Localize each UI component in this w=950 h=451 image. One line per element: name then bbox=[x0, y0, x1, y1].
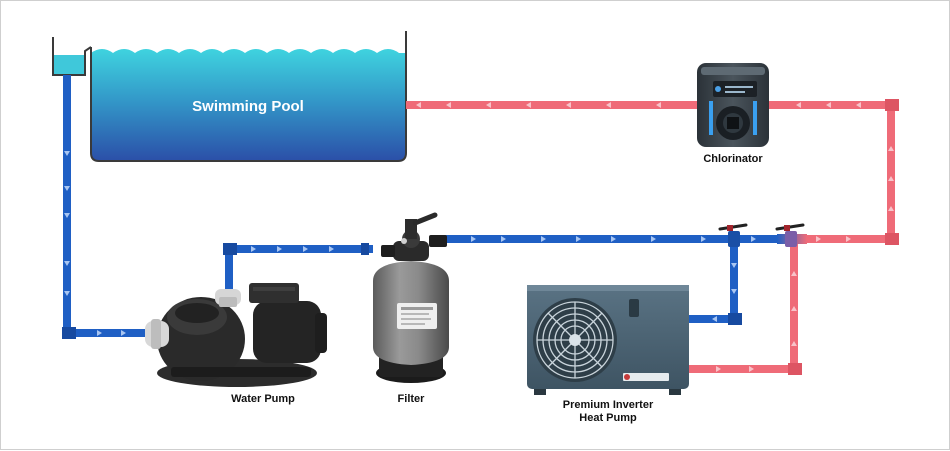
filter-label: Filter bbox=[397, 393, 425, 405]
swimming-pool bbox=[52, 31, 407, 162]
sand-filter-unit bbox=[373, 212, 449, 383]
valve-icon bbox=[718, 223, 805, 247]
chlorinator-unit bbox=[697, 63, 769, 147]
pipe-junction-to-return bbox=[769, 101, 895, 243]
hot-pipe-joints bbox=[788, 99, 899, 375]
pool-water bbox=[91, 49, 406, 161]
pipe-heatpump-hot-out bbox=[689, 241, 798, 373]
pipe-pump-to-filter bbox=[225, 245, 373, 289]
pipe-heatpump-return bbox=[689, 241, 738, 323]
chlorinator-label: Chlorinator bbox=[703, 153, 763, 165]
cold-pipe-joints bbox=[62, 243, 742, 339]
skimmer-box bbox=[52, 37, 92, 76]
pool-wall bbox=[90, 31, 407, 162]
heat-pump-label: Premium Inverter Heat Pump bbox=[546, 399, 670, 425]
water-pump-label: Water Pump bbox=[231, 393, 295, 405]
heat-pump-unit bbox=[527, 285, 689, 395]
skimmer-water bbox=[54, 55, 84, 74]
heat-pump-label-line1: Premium Inverter bbox=[562, 399, 654, 411]
water-pump-unit bbox=[145, 283, 327, 387]
heat-pump-label-line2: Heat Pump bbox=[579, 412, 637, 424]
pool-label: Swimming Pool bbox=[192, 98, 304, 115]
flow-arrow-icon bbox=[64, 102, 894, 372]
